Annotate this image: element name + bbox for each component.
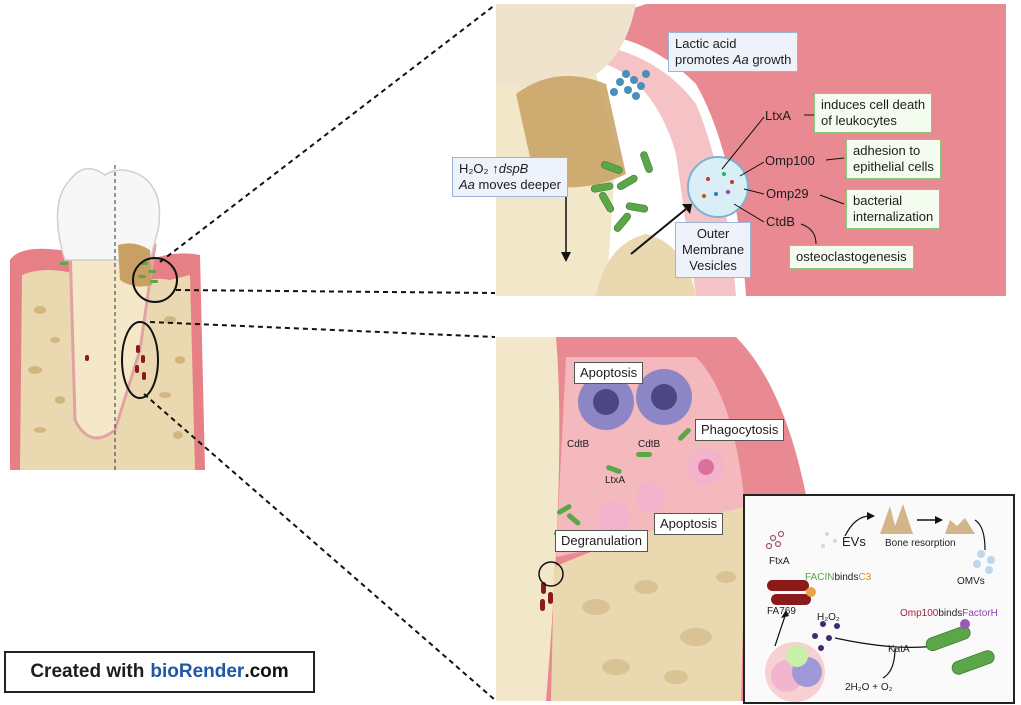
top-tooth (496, 4, 636, 88)
factorh-binding-icon (960, 619, 970, 629)
neutrophil-icon (765, 642, 825, 702)
factorh-text: FactorH (962, 608, 998, 619)
h2o2-dots (812, 621, 840, 651)
red-bacteria-icon (767, 580, 811, 605)
omp100-text: Omp100 (900, 608, 939, 619)
ftxa-label: FtxA (769, 556, 790, 567)
effect-osteoclastogenesis: osteoclastogenesis (789, 245, 914, 269)
omv-cluster-icon (973, 550, 995, 574)
effect-adhesion-2: epithelial cells (853, 159, 934, 174)
resorbed-bone-icon (945, 518, 975, 534)
degranulation-label: Degranulation (555, 530, 648, 552)
omp100-binds-factorh: Omp100bindsFactorH (900, 608, 998, 619)
water-label: 2H₂O + O₂ (845, 682, 893, 693)
effect-cell-death-1: induces cell death (821, 97, 926, 112)
kata-arrow-to-water (882, 647, 896, 679)
ftxa-dots (765, 530, 785, 550)
lactic-acid-line2c: growth (748, 52, 792, 67)
evs-label: EVs (842, 534, 866, 549)
omv-label-line2: Membrane (682, 242, 745, 257)
lactic-acid-box: Lactic acid promotes Aa growth (668, 32, 799, 72)
bottom-tooth (496, 337, 560, 701)
green-bacteria-icon (925, 625, 995, 675)
lactic-acid-line1: Lactic acid (675, 36, 737, 51)
bone-pores (28, 306, 185, 439)
up-arrow-icon: ↑ (492, 161, 499, 176)
factor-ctdb: CtdB (766, 214, 795, 229)
effect-internalization: bacterial internalization (846, 189, 941, 229)
moves-deeper-text: moves deeper (474, 177, 561, 192)
aa-italic: Aa (459, 177, 475, 192)
watermark-prefix: Created with (30, 661, 145, 682)
lactic-acid-line2b: Aa (732, 52, 749, 67)
factor-ltxa: LtxA (765, 108, 792, 123)
deep-bacteria (85, 345, 146, 380)
top-bone (596, 234, 696, 296)
omvs-label: OMVs (957, 576, 985, 587)
lactic-acid-line2a: promotes (675, 52, 733, 67)
effect-internalization-2: internalization (853, 209, 934, 224)
binds-text-1: binds (834, 572, 859, 583)
tooth-root (68, 243, 157, 440)
effect-cell-death: induces cell death of leukocytes (814, 93, 933, 133)
ltxa-label: LtxA (605, 475, 626, 486)
factor-omp100: Omp100 (765, 153, 815, 168)
c3-binding-icon (806, 587, 816, 597)
kata-label: KatA (888, 644, 910, 655)
apoptosis-right-label: Apoptosis (654, 513, 724, 535)
bone-resorption-label: Bone resorption (885, 538, 956, 549)
apoptosis-top-label: Apoptosis (574, 362, 644, 384)
callout-ellipse-bottom (121, 321, 159, 399)
phagocytosis-label: Phagocytosis (695, 419, 785, 441)
effect-adhesion-1: adhesion to (853, 143, 921, 158)
factor-omp29: Omp29 (766, 186, 809, 201)
top-blue-cluster (610, 70, 650, 100)
mechanism-inset: FtxA EVs Bone resorption OMVs FACINbinds… (743, 494, 1015, 704)
effect-cell-death-2: of leukocytes (821, 113, 897, 128)
omv-label-box: Outer Membrane Vesicles (675, 222, 752, 278)
biorender-watermark: Created with bioRender.com (4, 651, 315, 693)
bone-peak-icon (880, 504, 913, 534)
bottom-bone-pores (582, 571, 736, 684)
tooth-illustration (10, 165, 205, 470)
biorender-logo: bioRender (150, 661, 245, 682)
cdtb-left-label: CdtB (567, 439, 590, 450)
omv-dots (702, 172, 734, 198)
facin-binds-c3: FACINbindsC3 (805, 572, 871, 583)
cdtb-right-label: CdtB (638, 439, 661, 450)
bottom-callout-circle (538, 561, 564, 587)
watermark-suffix: .com (244, 661, 289, 682)
h2o2-text: H₂O₂ (459, 161, 489, 176)
kata-arrow (834, 637, 936, 648)
facin-text: FACIN (805, 572, 835, 583)
binds-text-2: binds (938, 608, 963, 619)
bottom-bone (551, 507, 746, 701)
effect-osteoclastogenesis-1: osteoclastogenesis (796, 249, 907, 264)
arrow-to-omv (630, 208, 687, 255)
h2o2-box: H₂O₂ ↑dspB Aa moves deeper (452, 157, 568, 197)
effect-internalization-1: bacterial (853, 193, 903, 208)
omv-label-line1: Outer (696, 226, 730, 241)
ev-dots (821, 532, 837, 548)
arrow-omvs (974, 519, 986, 551)
effect-adhesion: adhesion to epithelial cells (846, 139, 941, 179)
inset-graphics (765, 504, 995, 702)
arrow-evs (844, 515, 871, 537)
factor-arrows (721, 114, 845, 245)
tooth-crown (56, 167, 161, 261)
omv-label-line3: Vesicles (689, 258, 737, 273)
callout-circle-top (132, 257, 178, 303)
fa769-label: FA769 (767, 606, 796, 617)
immune-cells (578, 369, 724, 533)
omv-vesicle (687, 156, 749, 218)
c3-text: C3 (858, 572, 872, 583)
dspb-gene: dspB (498, 161, 529, 176)
h2o2-label: H₂O₂ (817, 612, 840, 623)
top-bacteria (590, 151, 653, 232)
